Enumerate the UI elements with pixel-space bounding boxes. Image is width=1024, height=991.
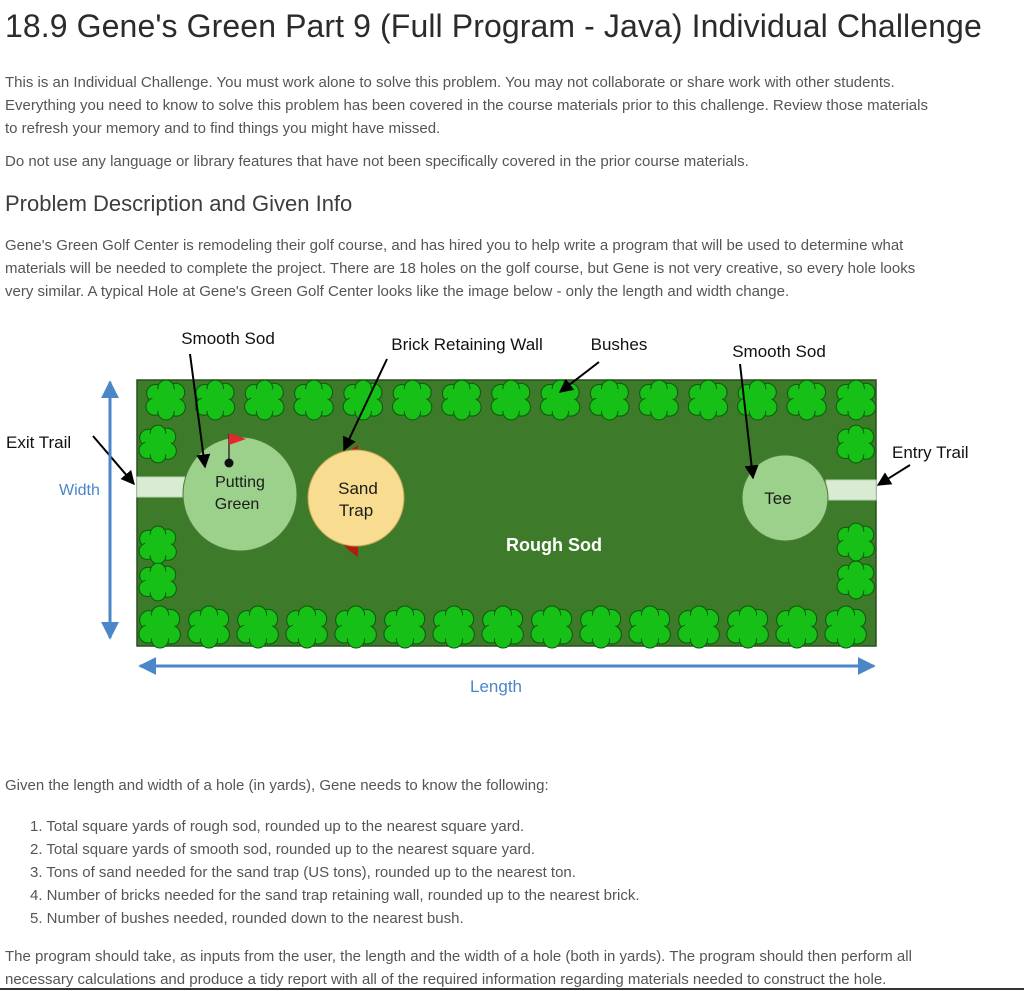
length-label: Length [470,677,522,696]
bush [589,379,630,421]
bush [244,379,285,421]
page-title: 18.9 Gene's Green Part 9 (Full Program -… [5,8,982,44]
intro-line: This is an Individual Challenge. You mus… [5,74,895,91]
bushes-arrow [558,361,600,393]
program-line: The program should take, as inputs from … [5,948,912,965]
bush [836,560,875,600]
bush [687,379,729,421]
sand-trap-label-2: Trap [339,501,373,520]
sand-trap [307,449,405,547]
bush [187,605,230,649]
given-intro-line: Given the length and width of a hole (in… [5,777,549,794]
putting-green-label-1: Putting [215,474,265,491]
entry-trail-label: Entry Trail [892,443,969,462]
width-label: Width [59,482,100,499]
bush [539,379,581,421]
description-line: materials will be needed to complete the… [5,260,916,277]
bush [628,605,671,649]
bush [293,379,334,421]
bush [194,379,236,421]
smooth-sod-left-label: Smooth Sod [181,329,275,348]
program-line: necessary calculations and produce a tid… [5,971,887,988]
bush [145,379,186,421]
bush [836,522,875,562]
bush [342,379,384,421]
entry-trail [825,479,877,501]
bush [138,424,177,464]
bushes-label: Bushes [591,335,648,354]
exit-trail-label: Exit Trail [6,433,71,452]
bush [432,605,475,649]
entry-trail-arrow [876,464,911,486]
golf-hole-diagram: Putting Green Sand Trap Tee Rough Sod Sm… [0,322,1024,702]
rough-sod-label: Rough Sod [506,535,602,555]
bush [383,605,426,649]
description-line: Gene's Green Golf Center is remodeling t… [5,237,904,254]
exit-trail [136,476,190,498]
description-paragraph: Gene's Green Golf Center is remodeling t… [5,234,1005,303]
bush [775,605,818,649]
bush [579,605,622,649]
bush [490,379,531,421]
bush [138,562,177,602]
bush [138,525,177,565]
rule-line: Do not use any language or library featu… [5,153,749,170]
smooth-sod-right-arrow [739,363,759,480]
list-item: 4. Number of bricks needed for the sand … [30,887,640,904]
given-intro-paragraph: Given the length and width of a hole (in… [5,774,1005,797]
bottom-rule [0,988,1024,990]
hole-cup [224,458,234,468]
flag-icon [229,433,246,445]
smooth-sod-right-label: Smooth Sod [732,342,826,361]
bush [236,605,279,649]
requirements-list: 1. Total square yards of rough sod, roun… [30,815,640,930]
bush [530,605,573,649]
putting-green [182,436,298,552]
bush [481,605,524,649]
list-item: 3. Tons of sand needed for the sand trap… [30,864,576,881]
section-heading: Problem Description and Given Info [5,191,353,216]
brick-wall-arrow [343,358,388,452]
tee-label: Tee [764,489,791,508]
intro-line: Everything you need to know to solve thi… [5,97,928,114]
program-paragraph: The program should take, as inputs from … [5,945,1005,991]
intro-line: to refresh your memory and to find thing… [5,120,441,137]
list-item: 1. Total square yards of rough sod, roun… [30,818,525,835]
sand-trap-label-1: Sand [338,479,378,498]
smooth-sod-left-arrow [189,353,211,469]
description-line: very similar. A typical Hole at Gene's G… [5,283,790,300]
bush [334,605,377,649]
list-item: 2. Total square yards of smooth sod, rou… [30,841,536,858]
bush [138,605,181,649]
bush [726,605,769,649]
bush [638,379,679,421]
bush [285,605,328,649]
tee [741,454,829,542]
bush [836,424,875,464]
brick-wall-label: Brick Retaining Wall [391,335,542,354]
bush [824,605,867,649]
bush [392,379,433,421]
bush [441,379,482,421]
list-item: 5. Number of bushes needed, rounded down… [30,910,464,927]
exit-trail-arrow [92,435,135,486]
rule-paragraph: Do not use any language or library featu… [5,150,1005,173]
bush [677,605,720,649]
bush [835,379,877,421]
putting-green-label-2: Green [215,496,259,513]
bush [786,379,827,421]
intro-paragraph: This is an Individual Challenge. You mus… [5,71,1005,140]
